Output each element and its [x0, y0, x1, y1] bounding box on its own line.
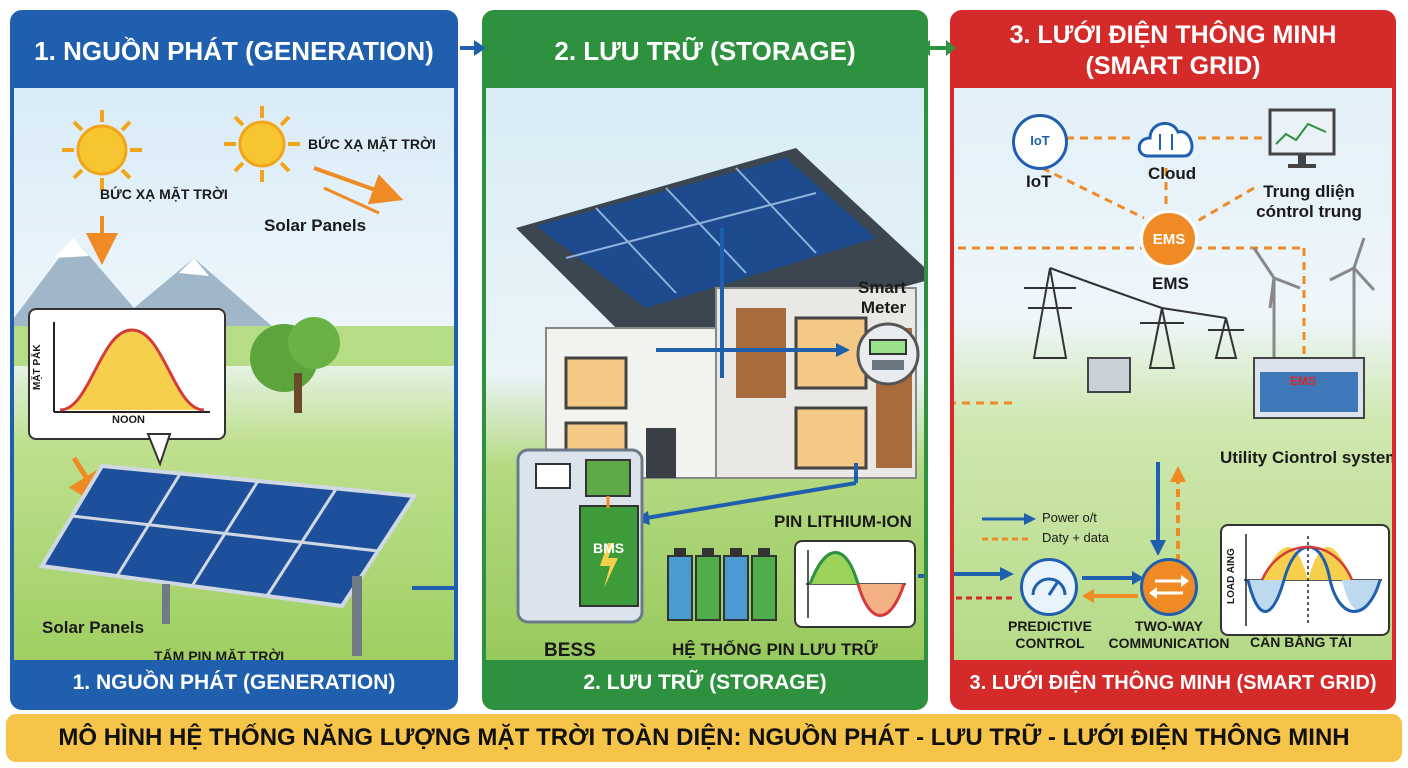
chart-x-label: NOON	[112, 414, 145, 426]
smart-grid-panel: 3. LƯỚI ĐIỆN THÔNG MINH (SMART GRID) IoT…	[950, 10, 1396, 710]
legend-power-line	[982, 513, 1036, 525]
sun-icon	[62, 110, 142, 190]
incoming-arrows	[954, 567, 1014, 600]
solar-panels-vn-label: TẤM PIN MẶT TRỜI	[154, 648, 285, 660]
ems-label: EMS	[1152, 274, 1189, 293]
smart-grid-header: 3. LƯỚI ĐIỆN THÔNG MINH (SMART GRID)	[954, 14, 1392, 88]
solar-panel-array	[38, 463, 418, 656]
summary-banner: MÔ HÌNH HỆ THỐNG NĂNG LƯỢNG MẶT TRỜI TOÀ…	[6, 714, 1402, 762]
smart-meter-label: Smart Meter	[858, 278, 906, 318]
storage-scene: Smart Meter BMS BESS	[486, 88, 924, 660]
control-center-label-line2: cóntrol trung	[1256, 202, 1362, 221]
iot-icon-text: IoT	[1030, 133, 1050, 148]
predictive-control-node	[1020, 558, 1078, 616]
sun-radiation-label: BỨC XẠ MẶT TRỜI	[100, 186, 228, 202]
storage-footer: 2. LƯU TRỮ (STORAGE)	[583, 671, 827, 694]
generation-header: 1. NGUỒN PHÁT (GENERATION)	[34, 36, 434, 66]
monitor-icon	[1268, 108, 1336, 168]
storage-header: 2. LƯU TRỮ (STORAGE)	[554, 36, 856, 66]
exchange-icon	[1149, 575, 1189, 599]
ems-badge: EMS	[1152, 231, 1186, 248]
smart-meter-label-line1: Smart	[858, 278, 907, 297]
header-arrow-bidirectional	[920, 40, 956, 56]
generation-footer: 1. NGUỒN PHÁT (GENERATION)	[72, 671, 396, 694]
callout-pointer	[146, 433, 172, 467]
smart-meter-icon	[856, 322, 920, 386]
solar-panels-label: Solar Panels	[264, 216, 367, 235]
control-center-label: Trung dliện cóntrol trung	[1244, 182, 1374, 222]
predictive-control-label: PREDICTIVE CONTROL	[990, 618, 1110, 652]
header-arrow-right	[460, 40, 486, 56]
transmission-towers	[1024, 237, 1376, 419]
battery-system-label: HỆ THỐNG PIN LƯU TRỮ	[672, 640, 878, 659]
load-balance-callout: LOAD AING	[1220, 524, 1390, 636]
bess-label: BESS	[544, 640, 596, 660]
smart-meter-label-line2: Meter	[860, 298, 907, 317]
two-way-communication-label-line2: COMMUNICATION	[1108, 635, 1230, 651]
chart-y-label: MẶT PẮK	[32, 344, 43, 390]
utility-control-label: Utility Ciontrol system	[1220, 448, 1392, 467]
exchange-arrows	[1082, 571, 1144, 603]
load-chart-y-label: LOAD AING	[1226, 548, 1237, 604]
power-data-arrows	[1150, 462, 1186, 562]
sun-radiation-label: BỨC XẠ MẶT TRỜI	[308, 136, 436, 152]
iot-node: IoT	[1012, 114, 1068, 170]
two-way-communication-node	[1140, 558, 1198, 616]
solar-panels-label: Solar Panels	[42, 618, 145, 637]
cloud-icon	[1137, 122, 1194, 158]
ems-building-label: EMS	[1290, 374, 1317, 388]
bess-cabinet-icon	[516, 448, 644, 624]
sun-icon	[224, 106, 300, 182]
two-way-communication-label: TWO-WAY COMMUNICATION	[1104, 618, 1234, 652]
storage-wave-chart	[806, 550, 906, 618]
power-flow-arrow	[412, 586, 454, 590]
smart-grid-scene: IoT IoT Cloud Trung dliện cóntrol trung …	[954, 88, 1392, 660]
generation-scene: BỨC XẠ MẶT TRỜI BỨC XẠ MẶT TRỜI Solar Pa…	[14, 88, 454, 660]
smart-grid-header-line2: (SMART GRID)	[1085, 52, 1261, 80]
storage-panel: 2. LƯU TRỮ (STORAGE)	[482, 10, 928, 710]
load-balance-label: CÂN BẰNG TẢI	[1250, 634, 1352, 650]
solar-curve-callout: MẶT PẮK NOON	[28, 308, 226, 440]
battery-modules-icon	[667, 548, 777, 621]
solar-curve-chart	[53, 322, 210, 413]
predictive-control-label-line2: CONTROL	[1015, 635, 1085, 651]
gauge-icon	[1031, 577, 1067, 596]
load-balance-chart	[1244, 534, 1382, 626]
bms-label: BMS	[593, 540, 625, 556]
predictive-control-label-line1: PREDICTIVE	[1007, 618, 1092, 634]
data-flow-arrow	[918, 574, 924, 578]
ems-node: EMS	[1140, 210, 1198, 268]
smart-grid-footer: 3. LƯỚI ĐIỆN THÔNG MINH (SMART GRID)	[969, 672, 1377, 694]
generation-panel: 1. NGUỒN PHÁT (GENERATION)	[10, 10, 458, 710]
legend-power-label: Power o/t	[1042, 510, 1097, 525]
two-way-communication-label-line1: TWO-WAY	[1135, 618, 1203, 634]
cloud-label: Cloud	[1148, 164, 1197, 183]
control-center-label-line1: Trung dliện	[1263, 182, 1355, 201]
smart-grid-header-line1: 3. LƯỚI ĐIỆN THÔNG MINH	[1009, 21, 1337, 49]
power-flow-arrow	[634, 228, 858, 525]
legend-data-line	[982, 537, 1032, 541]
iot-label: IoT	[1026, 172, 1052, 191]
pin-lithium-label: PIN LITHIUM-ION	[774, 512, 912, 531]
legend-data-label: Daty + data	[1042, 530, 1109, 545]
storage-wave-callout	[794, 540, 916, 628]
